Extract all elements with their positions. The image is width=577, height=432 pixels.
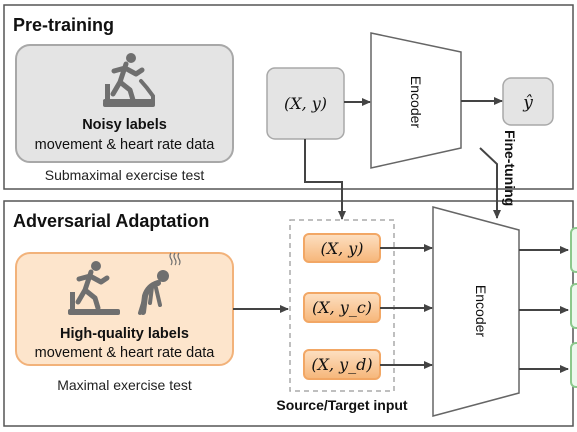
noisy-labels-title: Noisy labels — [82, 117, 167, 133]
adaptation-encoder-label: Encoder — [473, 285, 489, 337]
noisy-labels-subtitle: movement & heart rate data — [35, 137, 216, 153]
adaptation-input-2-label: (X, y_c) — [312, 298, 372, 317]
treadmill-running-icon — [68, 261, 120, 315]
prediction-output-label: ŷ — [522, 93, 533, 113]
arrow-pretraining-input-to-group — [304, 139, 346, 220]
output-head-2 — [570, 283, 577, 329]
source-target-group — [289, 219, 395, 392]
adaptation-encoder — [432, 206, 520, 417]
pretraining-title: Pre-training — [13, 15, 114, 35]
pretraining-input-label: (X, y) — [284, 94, 327, 113]
fine-tuning-arrow — [479, 147, 501, 219]
treadmill-running-icon — [103, 53, 155, 107]
maximal-caption: Maximal exercise test — [57, 377, 192, 393]
exhausted-person-icon — [138, 252, 181, 315]
high-quality-labels-subtitle: movement & heart rate data — [35, 345, 216, 361]
pretraining-encoder — [370, 32, 462, 169]
output-head-3 — [570, 342, 577, 388]
fine-tuning-label: Fine-tuning — [502, 130, 518, 206]
submaximal-caption: Submaximal exercise test — [45, 167, 205, 183]
adaptation-input-3-label: (X, y_d) — [311, 355, 372, 374]
adaptation-title: Adversarial Adaptation — [13, 211, 209, 231]
pretraining-encoder-label: Encoder — [408, 76, 424, 128]
output-head-1 — [570, 227, 577, 273]
source-target-label: Source/Target input — [276, 397, 408, 413]
adaptation-input-1-label: (X, y) — [320, 239, 363, 258]
prediction-output-box — [502, 77, 554, 126]
high-quality-labels-title: High-quality labels — [60, 326, 189, 342]
